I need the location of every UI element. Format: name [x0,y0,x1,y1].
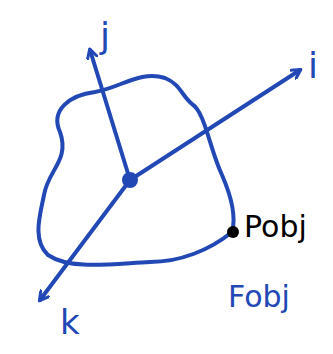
axis-label: i [308,48,318,84]
axis-label: j [100,18,110,54]
axis-label: k [60,305,80,339]
origin-dot [122,172,138,188]
frame-label: Fobj [228,282,290,312]
k-axis [40,180,130,300]
point-label: Pobj [244,212,307,242]
object-outline [38,76,233,265]
point-dot [227,226,239,238]
i-axis [130,70,300,180]
j-axis [90,50,130,180]
